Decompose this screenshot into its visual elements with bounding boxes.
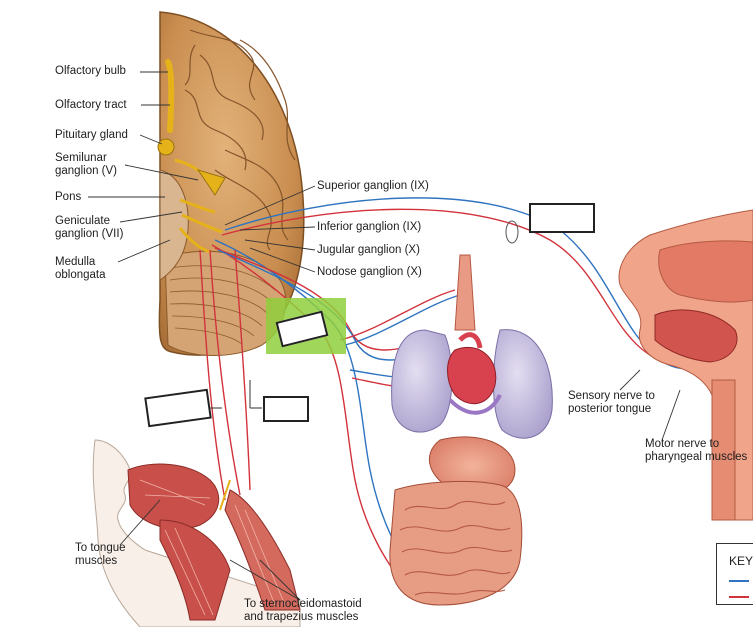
label-olfactory-tract: Olfactory tract [55, 99, 127, 111]
label-geniculate-ganglion: Geniculate ganglion (VII) [55, 215, 124, 240]
label-sensory-nerve: Sensory nerve to posterior tongue [568, 390, 655, 415]
label-motor-nerve: Motor nerve to pharyngeal muscles [645, 438, 748, 463]
brain-illustration [157, 11, 305, 356]
thoracic-organs [391, 254, 553, 439]
abdominal-organs [389, 436, 523, 606]
label-pituitary-gland: Pituitary gland [55, 129, 128, 141]
neck-section [92, 439, 301, 628]
label-olfactory-bulb: Olfactory bulb [55, 65, 126, 77]
label-superior-ganglion: Superior ganglion (IX) [317, 180, 429, 192]
answer-blank-top-right[interactable] [529, 203, 595, 233]
label-pons: Pons [55, 191, 82, 203]
key-title: KEY [729, 554, 753, 568]
key-motor-swatch [729, 596, 749, 598]
label-to-tongue-muscles: To tongue muscles [75, 542, 126, 567]
label-semilunar-ganglion: Semilunar ganglion (V) [55, 152, 118, 177]
leader-lines [88, 71, 681, 601]
label-nodose-ganglion: Nodose ganglion (X) [317, 266, 422, 278]
answer-blank-middle[interactable] [263, 396, 309, 422]
head-section [618, 209, 753, 521]
blank-leaders [210, 380, 262, 409]
label-inferior-ganglion: Inferior ganglion (IX) [317, 221, 422, 233]
label-jugular-ganglion: Jugular ganglion (X) [317, 244, 420, 256]
key-sensory-swatch [729, 580, 749, 582]
key-legend: KEY [716, 543, 753, 605]
label-medulla-oblongata: Medulla oblongata [55, 256, 106, 281]
label-to-sternocleidomastoid: To sternocleidomastoid and trapezius mus… [244, 598, 362, 623]
